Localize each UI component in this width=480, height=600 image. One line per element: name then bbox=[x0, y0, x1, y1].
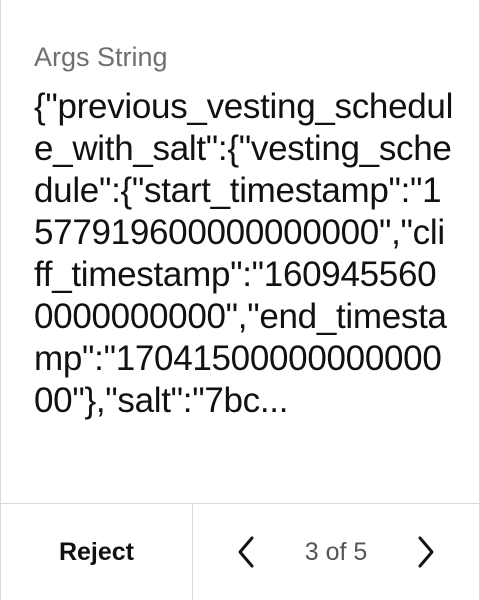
chevron-left-icon bbox=[238, 536, 254, 568]
footer-bar: Reject 3 of 5 bbox=[1, 503, 479, 600]
args-content: Args String {"previous_vesting_schedule_… bbox=[34, 40, 454, 422]
args-string-value: {"previous_vesting_schedule_with_salt":{… bbox=[34, 87, 454, 420]
chevron-right-icon bbox=[418, 536, 434, 568]
args-string-label: Args String bbox=[34, 42, 168, 72]
previous-page-button[interactable] bbox=[231, 532, 261, 572]
next-page-button[interactable] bbox=[411, 532, 441, 572]
reject-button[interactable]: Reject bbox=[1, 504, 193, 600]
page-indicator: 3 of 5 bbox=[304, 537, 368, 566]
pagination: 3 of 5 bbox=[193, 504, 479, 600]
